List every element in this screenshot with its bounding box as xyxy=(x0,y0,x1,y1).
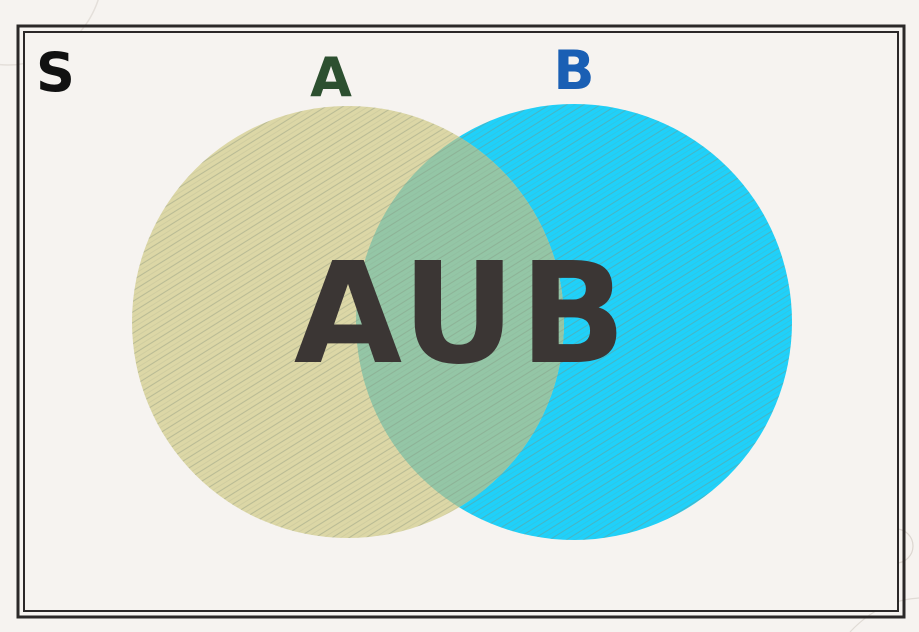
union-label: AUB xyxy=(294,233,630,396)
set-a-label: A xyxy=(310,46,352,109)
intersection-hatch xyxy=(356,106,564,538)
universe-label: S xyxy=(36,41,75,104)
set-b-label: B xyxy=(553,39,594,102)
universe-frame-outer xyxy=(16,24,906,619)
decor-circle-top-left xyxy=(0,0,99,66)
